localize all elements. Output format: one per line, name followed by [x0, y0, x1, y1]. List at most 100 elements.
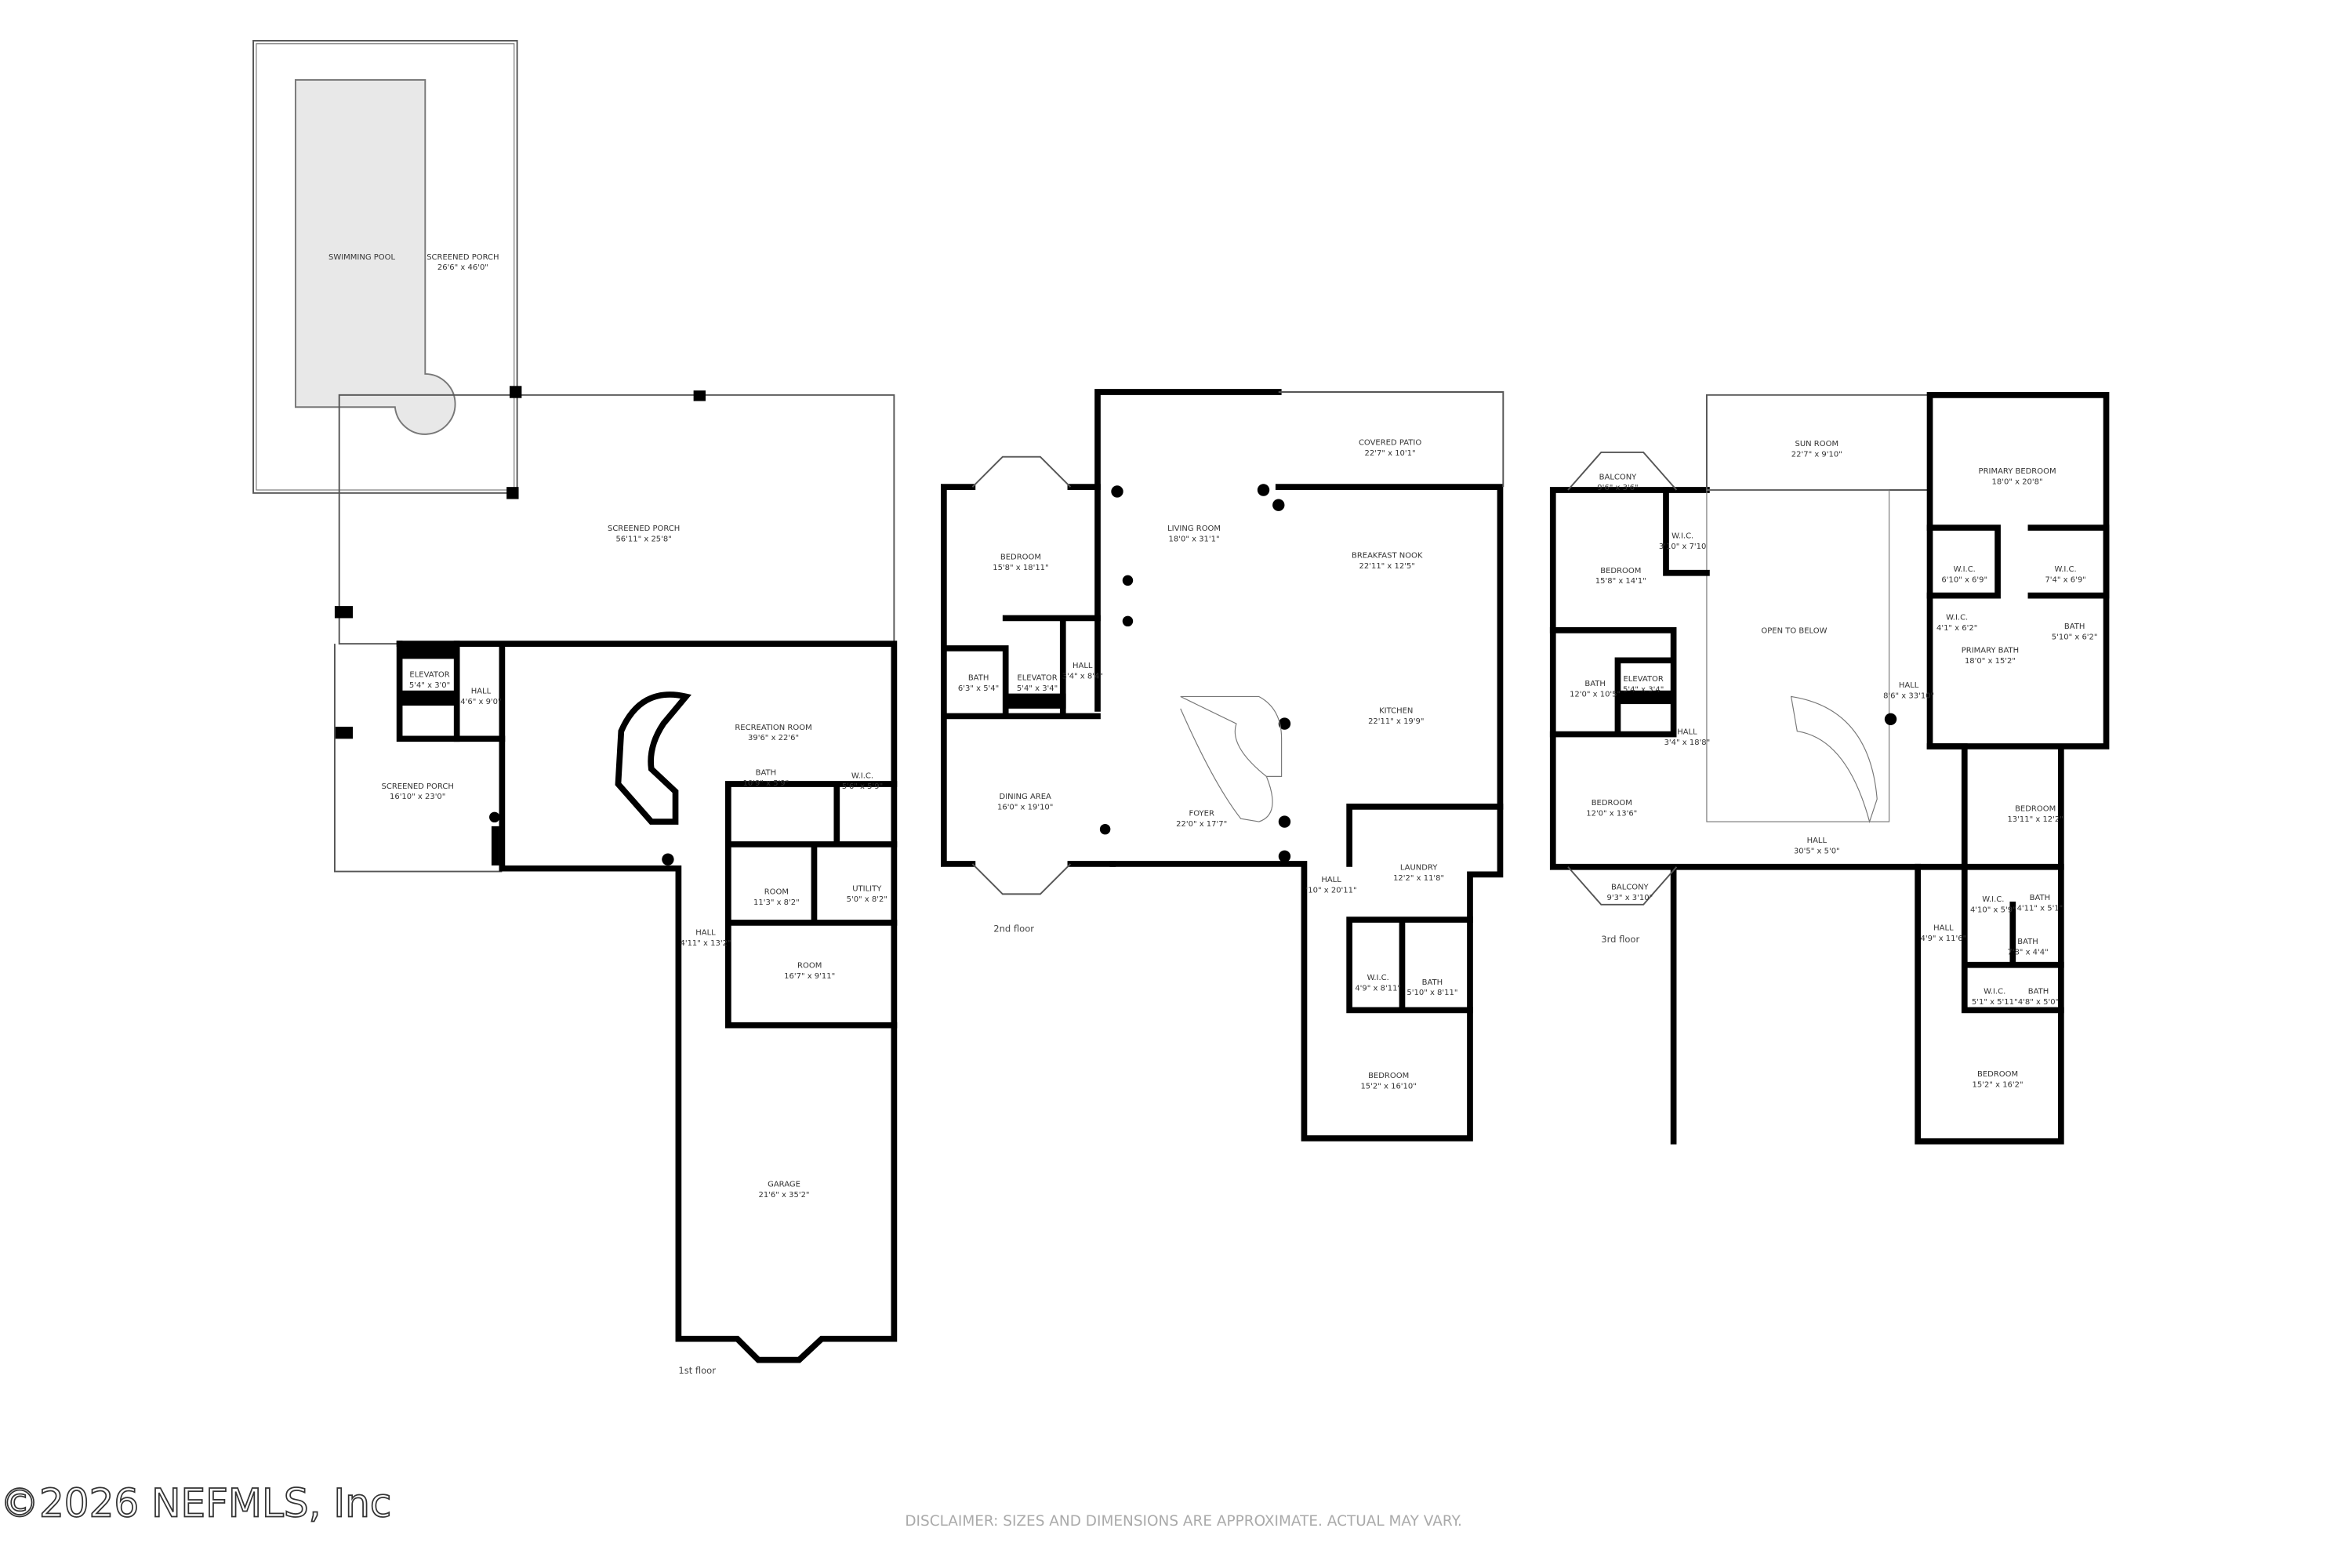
room-label: HALL 3'4" x 8'4" [1062, 662, 1103, 681]
room-dimensions: 4'8" x 5'0" [2018, 998, 2059, 1007]
room-name: ELEVATOR [1623, 675, 1663, 684]
room-name: ELEVATOR [409, 670, 449, 679]
room-dimensions: 12'0" x 13'6" [1586, 809, 1637, 818]
room-label: BEDROOM 15'8" x 18'11" [993, 553, 1048, 572]
room-dimensions: 15'8" x 18'11" [993, 564, 1048, 572]
room-dimensions: 4'1" x 6'2" [1936, 624, 1977, 633]
room-dimensions: 15'8" x 14'1" [1595, 577, 1646, 586]
room-dimensions: 5'4" x 3'4" [1623, 686, 1664, 695]
room-name: BALCONY [1599, 474, 1638, 482]
room-dimensions: 22'11" x 19'9" [1368, 717, 1424, 726]
room-dimensions: 4'10" x 5'9" [1970, 906, 2016, 914]
room-dimensions: '10" x 20'11" [1306, 886, 1357, 895]
room-label: OPEN TO BELOW [1761, 627, 1827, 636]
room-label: BATH 4'11" x 5'1" [2017, 894, 2063, 913]
room-dimensions: 5'4" x 3'4" [1017, 684, 1058, 693]
room-name: W.I.C. [1954, 565, 1976, 574]
room-dimensions: 26'6" x 46'0" [437, 263, 488, 272]
room-dimensions: 18'0" x 15'2" [1965, 657, 2016, 666]
room-label: W.I.C.5'1" x 5'11" [1972, 987, 2018, 1006]
room-name: SCREENED PORCH [608, 524, 680, 533]
room-dimensions: 15'2" x 16'2" [1973, 1081, 2024, 1090]
room-label: W.I.C.4'1" x 6'2" [1936, 613, 1977, 632]
room-dimensions: 16'10" x 23'0" [390, 793, 445, 801]
room-name: ROOM [764, 887, 789, 896]
room-dimensions: 6'3" x 5'4" [958, 684, 999, 693]
room-name: BEDROOM [1000, 553, 1041, 561]
room-label: W.I.C.7'4" x 6'9" [2045, 565, 2085, 584]
room-dimensions: 7'4" x 6'9" [2045, 575, 2085, 584]
room-name: BATH [2064, 622, 2085, 631]
room-label: W.I.C.4'9" x 8'11" [1355, 974, 1401, 993]
room-dimensions: 15'2" x 16'10" [1360, 1082, 1416, 1091]
room-name: BATH [756, 768, 777, 777]
room-name: BATH [2017, 938, 2038, 946]
floor-2-plan [941, 389, 1504, 1142]
room-label: BATH 5'10" x 6'2" [2052, 622, 2098, 641]
room-name: SCREENED PORCH [382, 782, 454, 791]
room-dimensions: 4'11" x 13'2" [680, 939, 731, 948]
floor-1-plan [252, 39, 898, 1363]
room-name: UTILITY [852, 885, 882, 894]
room-dimensions: 16'7" x 9'11" [784, 972, 835, 981]
room-dimensions: 5'1" x 5'11" [1972, 998, 2018, 1007]
room-label: BATH 7'8" x 4'4" [2007, 938, 2048, 956]
room-name: SWIMMING POOL [328, 253, 395, 262]
room-name: OPEN TO BELOW [1761, 627, 1827, 636]
room-label: W.I.C. 4'10" x 5'9" [1970, 895, 2016, 914]
floor-label: 3rd floor [1601, 934, 1639, 945]
room-name: LAUNDRY [1400, 864, 1438, 873]
room-name: BREAKFAST NOOK [1352, 552, 1423, 561]
room-dimensions: 4'9" x 11'6" [1920, 935, 1966, 943]
room-dimensions: 3'4" x 8'4" [1062, 672, 1103, 681]
room-name: BATH [2030, 894, 2051, 902]
room-name: PRIMARY BEDROOM [1979, 467, 2056, 476]
floor-3-plan [1549, 392, 2110, 1145]
room-name: BEDROOM [1592, 799, 1632, 808]
room-dimensions: 7'8" x 4'4" [2007, 948, 2048, 956]
room-name: W.I.C. [1982, 895, 2004, 904]
room-label: SWIMMING POOL [328, 253, 395, 262]
room-name: W.I.C. [851, 771, 873, 780]
room-dimensions: 18'0" x 31'1" [1169, 535, 1220, 543]
room-name: W.I.C. [2055, 565, 2077, 574]
room-dimensions: 4'6" x 9'0" [460, 698, 501, 706]
room-name: HALL [1073, 662, 1093, 670]
room-name: BATH [2028, 987, 2049, 996]
room-label: W.I.C.3'10" x 7'10 [1659, 532, 1706, 551]
watermark: ©2026 NEFMLS, Inc [0, 1481, 391, 1526]
room-dimensions: 4'11" x 5'1" [2017, 905, 2063, 913]
room-name: BEDROOM [1600, 567, 1641, 575]
room-dimensions: 3'4" x 18'8" [1664, 739, 1711, 747]
room-dimensions: 5'10" x 6'2" [2052, 633, 2098, 641]
room-dimensions: 12'2" x 11'8" [1393, 874, 1444, 883]
room-dimensions: 4'9" x 8'11" [1355, 984, 1401, 993]
room-label: W.I.C. 5'6" x 5'9" [842, 771, 883, 790]
room-dimensions: 22'7" x 10'1" [1365, 449, 1416, 458]
room-dimensions: 5'6" x 5'9" [842, 782, 883, 791]
room-dimensions: 22'0" x 17'7" [1176, 820, 1227, 829]
